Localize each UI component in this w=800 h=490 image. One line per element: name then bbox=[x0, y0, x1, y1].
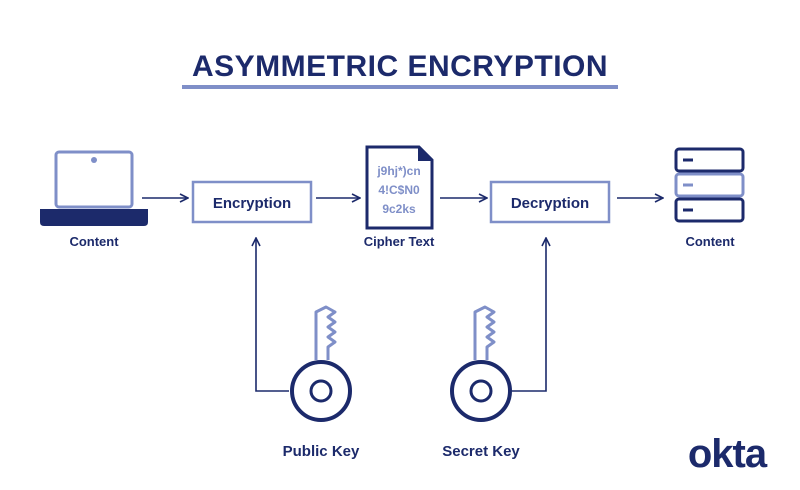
cipher-line-2: 4!C$N0 bbox=[378, 183, 420, 197]
source-label: Content bbox=[69, 234, 119, 249]
public-key-label: Public Key bbox=[283, 443, 360, 460]
encryption-box: Encryption bbox=[191, 180, 313, 224]
diagram-title: ASYMMETRIC ENCRYPTION bbox=[191, 50, 609, 83]
secret-key-label: Secret Key bbox=[442, 443, 520, 460]
okta-logo: okta bbox=[688, 432, 768, 476]
arrow-public-key-to-encryption bbox=[256, 238, 289, 392]
encryption-label: Encryption bbox=[213, 195, 291, 212]
decryption-box: Decryption bbox=[489, 180, 611, 224]
secret-key-icon bbox=[450, 305, 512, 422]
laptop-icon bbox=[40, 150, 148, 226]
destination-label: Content bbox=[685, 234, 735, 249]
cipher-line-1: j9hj*)cn bbox=[376, 164, 420, 178]
document-icon: j9hj*)cn 4!C$N0 9c2ks bbox=[365, 145, 434, 230]
arrow-secret-key-to-decryption bbox=[512, 238, 546, 392]
cipher-line-3: 9c2ks bbox=[382, 202, 416, 216]
server-icon bbox=[674, 147, 745, 223]
decryption-label: Decryption bbox=[511, 195, 589, 212]
public-key-icon bbox=[290, 305, 352, 422]
cipher-label: Cipher Text bbox=[364, 234, 435, 249]
title-underline bbox=[182, 85, 618, 89]
